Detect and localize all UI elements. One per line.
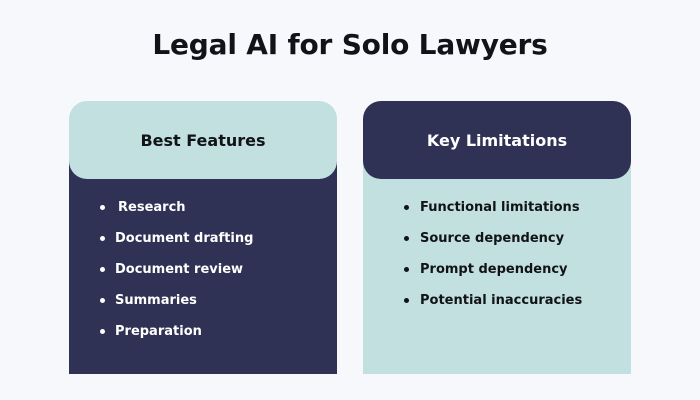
- list-item-label: Functional limitations: [420, 200, 580, 215]
- list-item-label: Prompt dependency: [420, 262, 568, 277]
- bullet-icon: [404, 267, 409, 272]
- list-item-label: Document drafting: [115, 231, 254, 246]
- list-item-label: Research: [118, 200, 186, 215]
- page-title: Legal AI for Solo Lawyers: [152, 28, 548, 61]
- key-limitations-card: Key Limitations Functional limitations S…: [363, 101, 631, 374]
- list-item-label: Preparation: [115, 324, 202, 339]
- bullet-icon: [100, 267, 105, 272]
- bullet-icon: [404, 205, 409, 210]
- bullet-icon: [100, 205, 105, 210]
- list-item-label: Source dependency: [420, 231, 565, 246]
- bullet-icon: [100, 298, 105, 303]
- key-limitations-card-body: [363, 141, 631, 374]
- list-item-label: Document review: [115, 262, 244, 277]
- bullet-icon: [100, 236, 105, 241]
- bullet-icon: [100, 329, 105, 334]
- list-item-label: Summaries: [115, 293, 197, 308]
- best-features-header: Best Features: [69, 101, 337, 179]
- key-limitations-header: Key Limitations: [363, 101, 631, 179]
- best-features-card-body: [69, 141, 337, 374]
- list-item-label: Potential inaccuracies: [420, 293, 583, 308]
- bullet-icon: [404, 236, 409, 241]
- bullet-icon: [404, 298, 409, 303]
- best-features-card: Best Features Research Document drafting…: [69, 101, 337, 374]
